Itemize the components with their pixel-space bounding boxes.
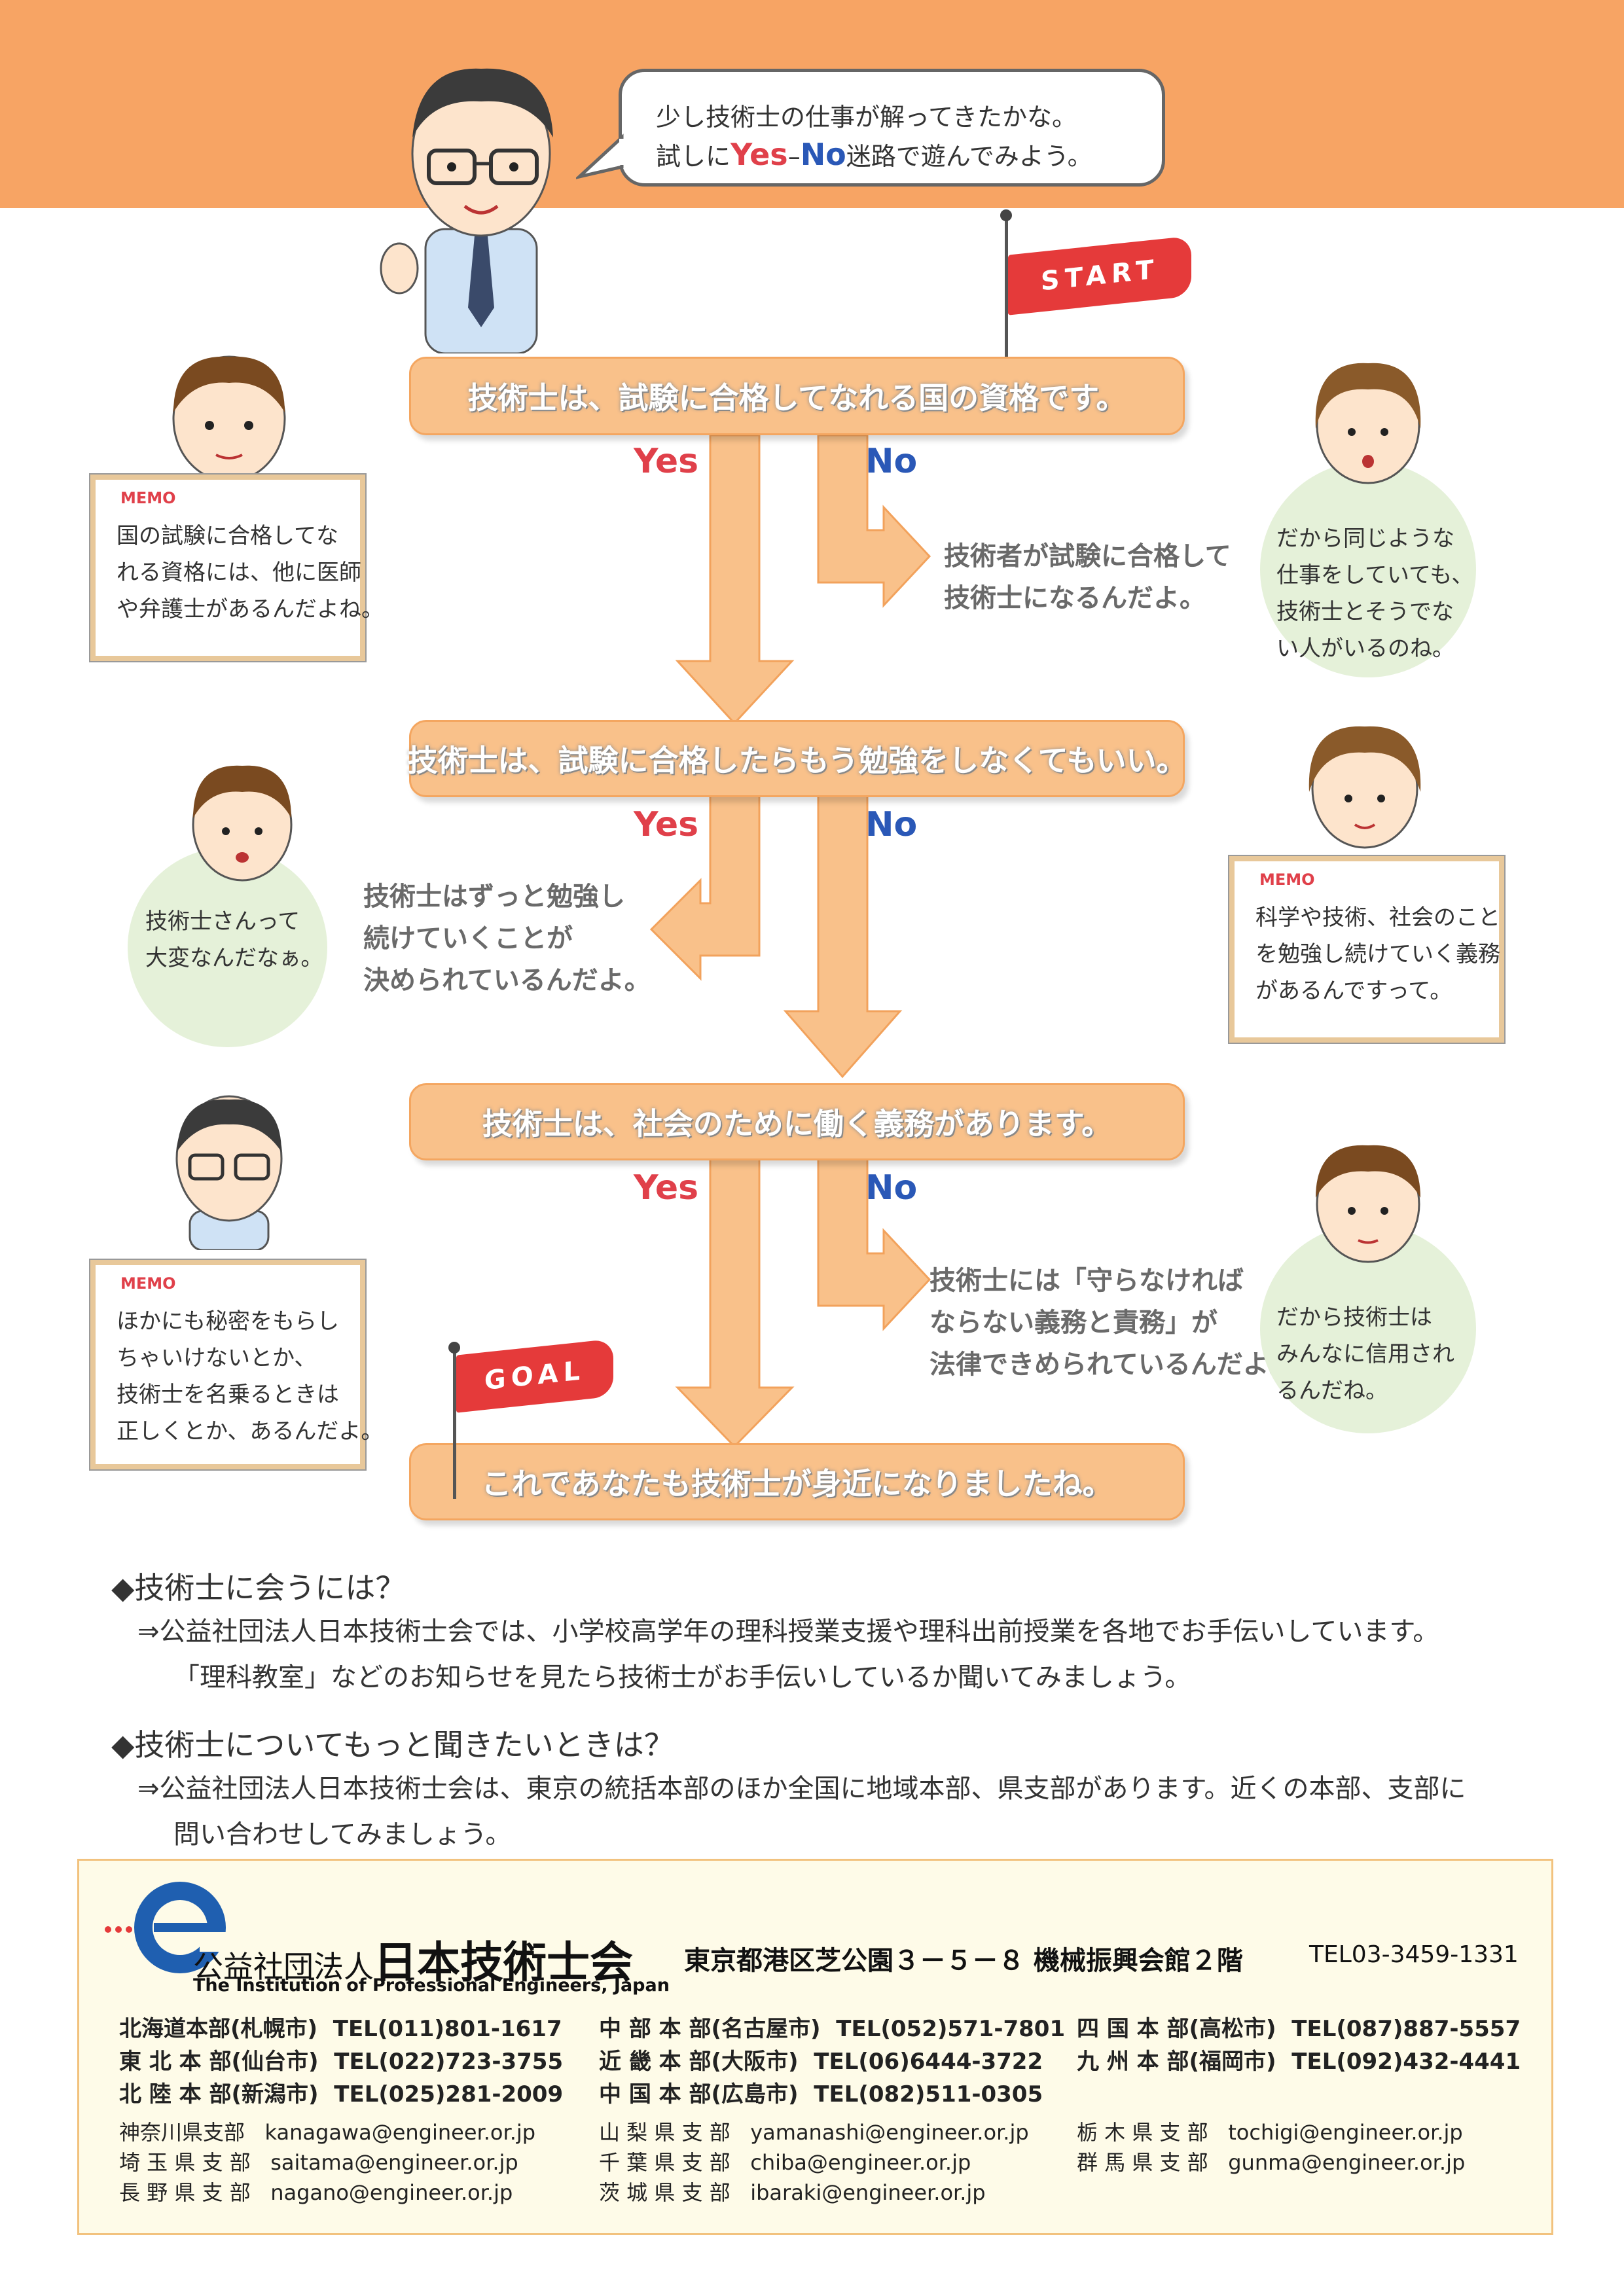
footer-panel (77, 1859, 1553, 2235)
offices-col-2: 中 部 本 部(名古屋市) TEL(052)571-7801 近 畿 本 部(大… (599, 2013, 1065, 2111)
branch-row: 群 馬 県 支 部 gunma@engineer.or.jp (1077, 2150, 1466, 2175)
boy-character-2 (192, 765, 293, 882)
arrow-q3-no (817, 1157, 931, 1331)
arrow-q1-no (817, 434, 931, 608)
q1-no-text: 技術者が試験に合格して技術士になるんだよ。 (944, 541, 1231, 613)
info-para-1a: ⇒公益社団法人日本技術士会では、小学校高学年の理科授業支援や理科出前授業を各地で… (137, 1617, 1439, 1647)
memo-3-text: ほかにも秘密をもらしちゃいけないとか、技術士を名乗るときは正しくとか、あるんだよ… (117, 1308, 384, 1444)
branch-email-link[interactable]: yamanashi@engineer.or.jp (750, 2120, 1029, 2145)
branch-email-link[interactable]: kanagawa@engineer.or.jp (264, 2120, 536, 2145)
q2-yes-text: 技術士はずっと勉強し続けていくことが決められているんだよ。 (363, 882, 651, 996)
boy-character-3 (1316, 1145, 1420, 1263)
speech-line-2: 試しにYes–No迷路で遊んでみよう。 (656, 136, 1092, 172)
branch-email-link[interactable]: nagano@engineer.or.jp (270, 2180, 513, 2205)
branch-row: 栃 木 県 支 部 tochigi@engineer.or.jp (1077, 2120, 1463, 2145)
branches-col-2: 山 梨 県 支 部 yamanashi@engineer.or.jp 千 葉 県… (599, 2117, 1029, 2208)
office-row: 北 陸 本 部(新潟市) TEL(025)281-2009 (119, 2081, 564, 2108)
org-prefix: 公益社団法人 (193, 1949, 374, 1984)
offices-col-3: 四 国 本 部(高松市) TEL(087)887-5557 九 州 本 部(福岡… (1077, 2013, 1521, 2078)
office-row: 四 国 本 部(高松市) TEL(087)887-5557 (1077, 2016, 1521, 2042)
memo-3: MEMO ほかにも秘密をもらしちゃいけないとか、技術士を名乗るときは正しくとか、… (89, 1259, 383, 1471)
q3-no-label: No (865, 1168, 918, 1208)
arrow-q3-yes (675, 1157, 795, 1448)
info-para-2a: ⇒公益社団法人日本技術士会は、東京の統括本部のほか全国に地域本部、県支部がありま… (137, 1774, 1466, 1804)
organization-logo (105, 1882, 229, 1973)
office-row: 中 部 本 部(名古屋市) TEL(052)571-7801 (599, 2016, 1066, 2042)
question-2: 技術士は、試験に合格したらもう勉強をしなくてもいい。 (407, 720, 1187, 797)
boy-character-1 (172, 355, 286, 482)
girl-character-1 (1315, 363, 1421, 484)
branch-email-link[interactable]: ibaraki@engineer.or.jp (750, 2180, 986, 2205)
office-row: 近 畿 本 部(大阪市) TEL(06)6444-3722 (599, 2049, 1043, 2075)
memo-1: MEMO 国の試験に合格してなれる資格には、他に医師や弁護士があるんだよね。 (89, 473, 384, 662)
question-1: 技術士は、試験に合格してなれる国の資格です。 (409, 357, 1185, 435)
arrow-q1-yes (675, 434, 795, 725)
offices-col-1: 北海道本部(札幌市) TEL(011)801-1617 東 北 本 部(仙台市)… (119, 2013, 563, 2111)
q1-yes-label: Yes (634, 442, 699, 481)
start-flag-pole (1005, 216, 1008, 373)
q2-no-label: No (865, 805, 918, 844)
girl-character-2 (1308, 726, 1421, 849)
circle-3-text: だから技術士はみんなに信用されるんだね。 (1276, 1304, 1454, 1404)
branch-row: 茨 城 県 支 部 ibaraki@engineer.or.jp (599, 2180, 986, 2205)
org-address: 東京都港区芝公園３－５－８ 機械振興会館２階 (684, 1946, 1243, 1976)
branch-row: 千 葉 県 支 部 chiba@engineer.or.jp (599, 2150, 971, 2175)
branches-col-3: 栃 木 県 支 部 tochigi@engineer.or.jp 群 馬 県 支… (1077, 2117, 1465, 2178)
q1-no-label: No (865, 442, 918, 481)
memo-2: MEMO 科学や技術、社会のことを勉強し続けていく義務があるんですって。 (1228, 855, 1506, 1044)
memo-1-title: MEMO (120, 489, 176, 507)
speech-yes: Yes (731, 137, 788, 172)
start-flag-knob (1000, 209, 1012, 221)
question-3: 技術士は、社会のために働く義務があります。 (409, 1083, 1185, 1160)
speech-line-2-pre: 試しに (656, 142, 731, 171)
info-heading-2: ◆技術士についてもっと聞きたいときは？ (111, 1727, 674, 1763)
branch-email-link[interactable]: saitama@engineer.or.jp (270, 2150, 518, 2175)
speech-dash: – (787, 142, 801, 171)
speech-tail (576, 134, 627, 179)
info-heading-1: ◆技術士に会うには？ (111, 1570, 406, 1605)
goal-box: これであなたも技術士が身近になりましたね。 (409, 1443, 1185, 1520)
info-para-2b: 問い合わせしてみましょう。 (173, 1820, 512, 1850)
office-row: 中 国 本 部(広島市) TEL(082)511-0305 (599, 2081, 1043, 2108)
arrow-q2-yes (649, 794, 761, 981)
circle-2 (128, 848, 327, 1047)
q3-yes-label: Yes (634, 1168, 699, 1208)
org-tel: TEL03-3459-1331 (1309, 1941, 1519, 1968)
q3-no-text: 技術士には「守らなければならない義務と責務」が法律できめられているんだよ。 (929, 1266, 1295, 1380)
goal-flag-pole (453, 1348, 456, 1499)
branch-row: 山 梨 県 支 部 yamanashi@engineer.or.jp (599, 2120, 1029, 2145)
office-row: 九 州 本 部(福岡市) TEL(092)432-4441 (1077, 2049, 1521, 2075)
office-row: 北海道本部(札幌市) TEL(011)801-1617 (119, 2016, 562, 2042)
speech-no: No (800, 137, 846, 172)
info-para-1b: 「理科教室」などのお知らせを見たら技術士がお手伝いしているか聞いてみましょう。 (173, 1662, 1191, 1693)
speech-bubble: 少し技術士の仕事が解ってきたかな。 試しにYes–No迷路で遊んでみよう。 (619, 69, 1165, 187)
branch-row: 神奈川県支部 kanagawa@engineer.or.jp (119, 2120, 536, 2145)
memo-2-text: 科学や技術、社会のことを勉強し続けていく義務があるんですって。 (1255, 905, 1500, 1004)
teacher-character (380, 68, 553, 353)
circle-2-text: 技術士さんって大変なんだなぁ。 (145, 908, 323, 971)
memo-1-text: 国の試験に合格してなれる資格には、他に医師や弁護士があるんだよね。 (117, 523, 384, 622)
speech-line-1: 少し技術士の仕事が解ってきたかな。 (656, 103, 1077, 132)
man-with-glasses-character (175, 1095, 283, 1250)
memo-2-title: MEMO (1259, 870, 1315, 889)
branch-row: 埼 玉 県 支 部 saitama@engineer.or.jp (119, 2150, 518, 2175)
branch-email-link[interactable]: chiba@engineer.or.jp (750, 2150, 971, 2175)
branch-email-link[interactable]: gunma@engineer.or.jp (1228, 2150, 1466, 2175)
org-name: 日本技術士会 (374, 1937, 633, 1988)
org-name-jp: 公益社団法人日本技術士会 (193, 1928, 633, 1990)
arrow-q2-no (783, 794, 903, 1079)
flow-arrows (649, 434, 931, 1448)
memo-3-title: MEMO (120, 1274, 176, 1293)
goal-flag-knob (448, 1342, 460, 1354)
circle-1-text: だから同じような仕事をしていても、技術士とそうでない人がいるのね。 (1276, 526, 1474, 662)
branch-email-link[interactable]: tochigi@engineer.or.jp (1228, 2120, 1463, 2145)
org-name-en: The Institution of Professional Engineer… (193, 1975, 670, 1996)
speech-line-2-post: 迷路で遊んでみよう。 (846, 142, 1092, 171)
office-row: 東 北 本 部(仙台市) TEL(022)723-3755 (119, 2049, 564, 2075)
q2-yes-label: Yes (634, 805, 699, 844)
branches-col-1: 神奈川県支部 kanagawa@engineer.or.jp 埼 玉 県 支 部… (119, 2117, 535, 2208)
branch-row: 長 野 県 支 部 nagano@engineer.or.jp (119, 2180, 513, 2205)
circle-1 (1260, 461, 1476, 677)
